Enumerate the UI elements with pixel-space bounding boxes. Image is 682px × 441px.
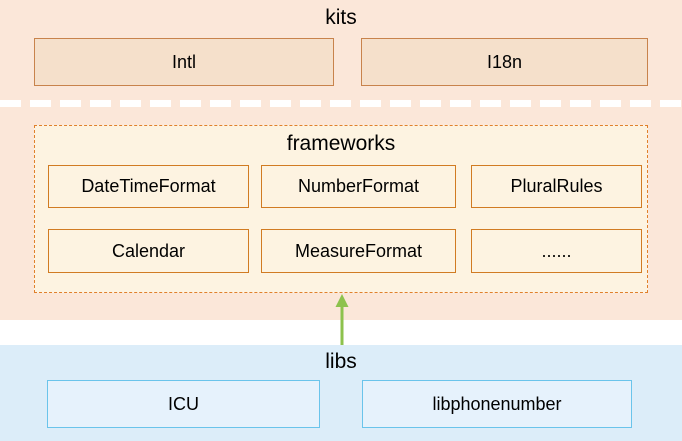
node-measureformat: MeasureFormat <box>261 229 456 273</box>
frameworks-section-title: frameworks <box>286 132 396 155</box>
arrow-up-icon <box>335 294 349 345</box>
node-icu: ICU <box>47 380 320 428</box>
node-datetimeformat: DateTimeFormat <box>48 165 249 208</box>
node-libphonenumber: libphonenumber <box>362 380 632 428</box>
node-calendar: Calendar <box>48 229 249 273</box>
kits-section-title: kits <box>325 6 357 29</box>
libs-section-title: libs <box>325 350 357 373</box>
node-numberformat: NumberFormat <box>261 165 456 208</box>
node-intl: Intl <box>34 38 334 86</box>
frameworks-group: frameworks DateTimeFormat NumberFormat P… <box>34 125 648 293</box>
node-pluralrules: PluralRules <box>471 165 642 208</box>
node-ellipsis: ...... <box>471 229 642 273</box>
dashed-divider <box>0 100 682 107</box>
node-i18n: I18n <box>361 38 648 86</box>
